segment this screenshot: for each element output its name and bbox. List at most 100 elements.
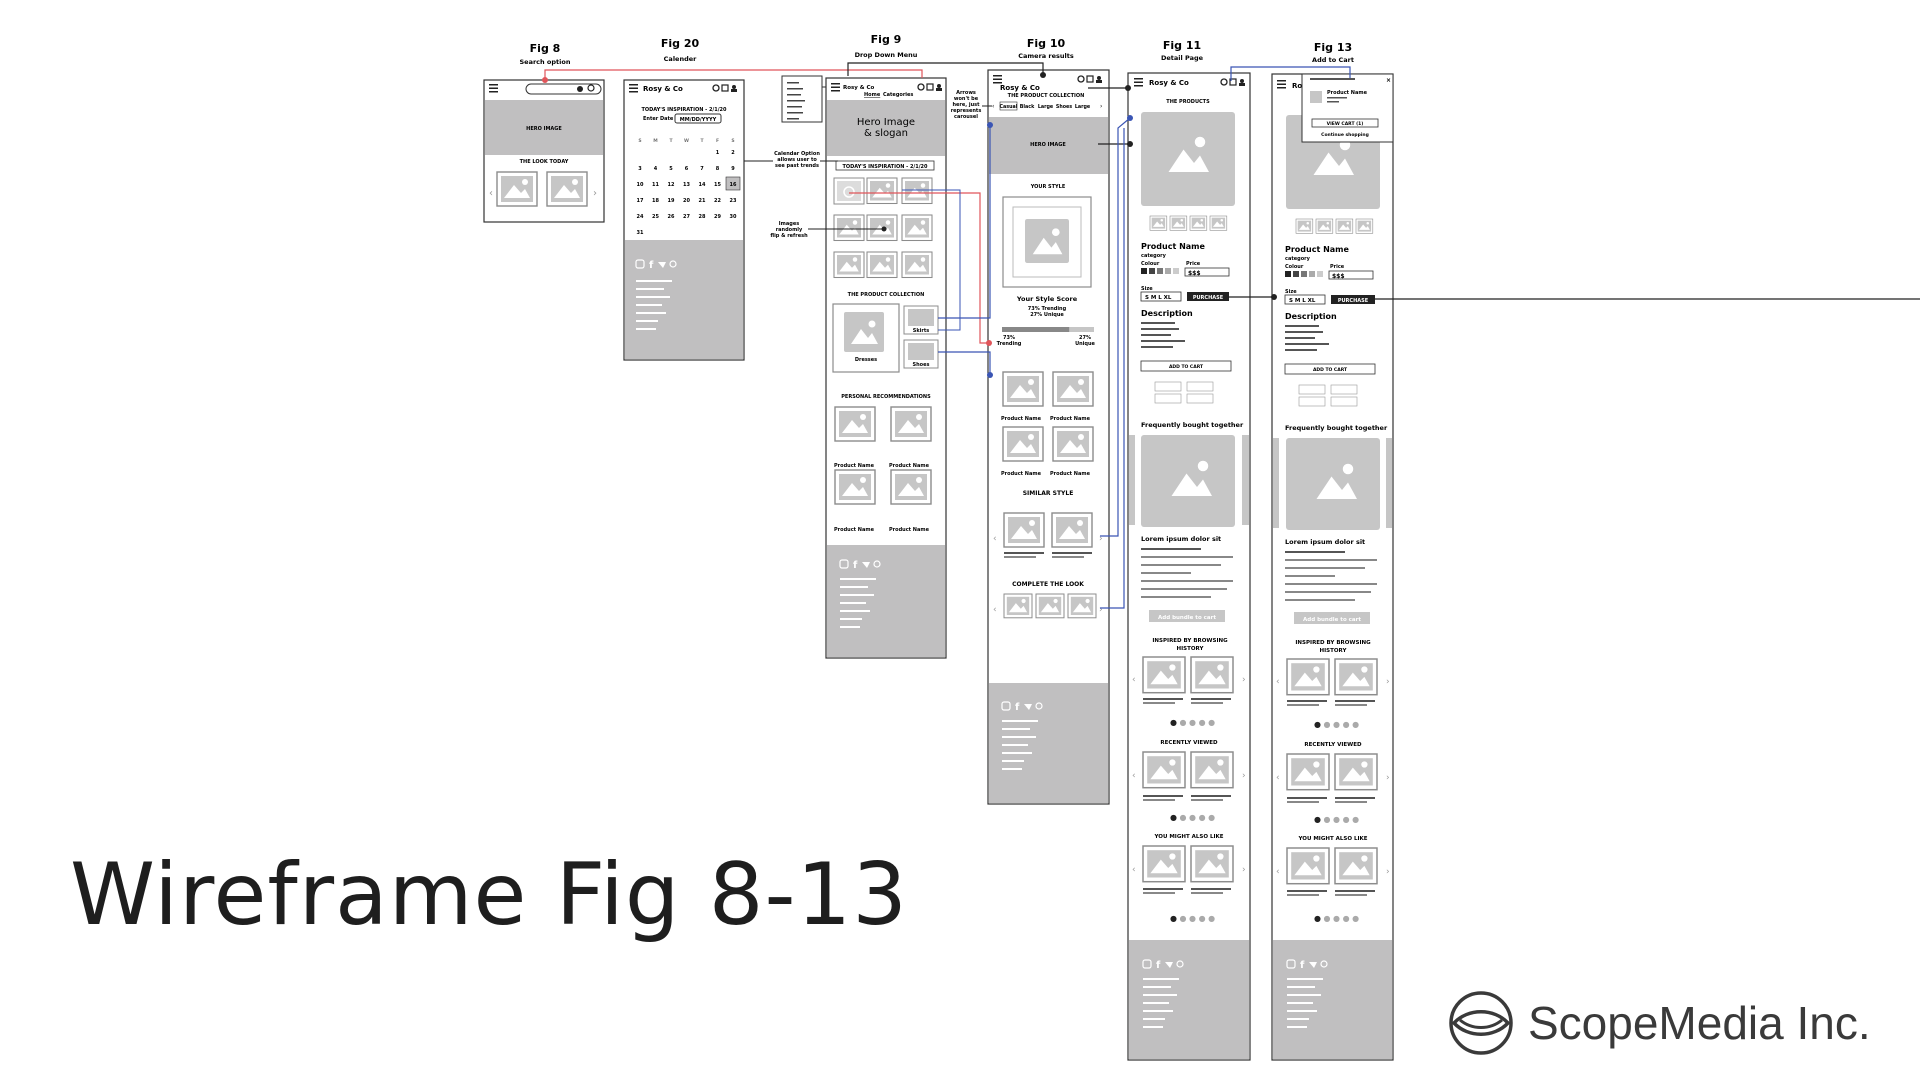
svg-text:Shoes: Shoes <box>913 362 930 368</box>
svg-text:73%: 73% <box>1003 335 1015 341</box>
calendar-day[interactable]: 17 <box>637 198 644 204</box>
svg-text:›: › <box>1242 865 1246 875</box>
calendar-day[interactable]: 30 <box>730 214 737 220</box>
annotations: Calendar Option allows user to see past … <box>744 90 992 239</box>
fig11-add-to-cart <box>1140 360 1232 372</box>
svg-text:Colour: Colour <box>1285 264 1304 270</box>
calendar-day[interactable]: 29 <box>714 214 721 220</box>
calendar-day[interactable]: 28 <box>699 214 706 220</box>
filter-chip[interactable]: Black <box>1020 104 1035 110</box>
svg-text:Continue shopping: Continue shopping <box>1321 132 1369 138</box>
fig11-wireframe: Fig 11 Detail Page Rosy & Co THE PRODUCT… <box>1127 39 1251 1061</box>
fig8-look-today: THE LOOK TODAY <box>520 159 569 165</box>
fig11-caption: Detail Page <box>1161 54 1204 62</box>
calendar-day[interactable]: 23 <box>730 198 737 204</box>
svg-text:VIEW CART (1): VIEW CART (1) <box>1327 121 1364 127</box>
calendar-day[interactable]: 16 <box>730 182 737 188</box>
svg-text:Product Name: Product Name <box>1285 245 1350 254</box>
fig20-inspiration: TODAY'S INSPIRATION - 2/1/20 <box>641 107 727 113</box>
calendar-day[interactable]: 5 <box>669 166 673 172</box>
svg-text:Product Name: Product Name <box>1327 90 1368 96</box>
svg-text:Categories: Categories <box>883 92 913 98</box>
svg-text:● ● ● ● ●: ● ● ● ● ● <box>1170 813 1215 822</box>
add-to-cart-popup <box>1301 73 1394 143</box>
svg-text:Product Name: Product Name <box>834 463 875 469</box>
calendar-day[interactable]: 11 <box>652 182 659 188</box>
note-calendar-3: see past trends <box>775 163 819 169</box>
svg-text:Add bundle to cart: Add bundle to cart <box>1158 615 1216 621</box>
calendar-day[interactable]: 15 <box>714 182 721 188</box>
calendar-day[interactable]: 14 <box>699 182 706 188</box>
filter-chip[interactable]: Large <box>1038 104 1054 110</box>
filter-chip[interactable]: Casual <box>1000 104 1018 110</box>
svg-text:‹: ‹ <box>993 534 997 544</box>
svg-text:Home: Home <box>864 92 881 98</box>
calendar-day[interactable]: 27 <box>683 214 690 220</box>
slide-title: Wireframe Fig 8-13 <box>70 845 908 945</box>
calendar-day[interactable]: 31 <box>637 230 644 236</box>
calendar-day[interactable]: 1 <box>716 150 720 156</box>
filter-chip[interactable]: Large <box>1075 104 1091 110</box>
svg-text:THE PRODUCT COLLECTION: THE PRODUCT COLLECTION <box>1008 93 1085 99</box>
calendar-day[interactable]: 2 <box>731 150 735 156</box>
fig10-wireframe: Fig 10 Camera results Rosy & Co THE PROD… <box>987 37 1110 805</box>
svg-text:Trending: Trending <box>997 341 1022 347</box>
svg-text:Colour: Colour <box>1141 261 1160 267</box>
fig9-personal: PERSONAL RECOMMENDATIONS <box>841 394 931 400</box>
calendar-day[interactable]: 26 <box>668 214 675 220</box>
calendar-day[interactable]: 13 <box>683 182 690 188</box>
fig9-inspiration: TODAY'S INSPIRATION - 2/1/20 <box>842 164 928 170</box>
svg-text:‹: ‹ <box>993 605 997 615</box>
calendar-day[interactable]: 9 <box>731 166 735 172</box>
fig9-wireframe: Fig 9 Drop Down Menu Rosy & Co Home Cate… <box>781 33 947 659</box>
calendar-day[interactable]: 8 <box>716 166 720 172</box>
svg-text:›: › <box>1099 534 1103 544</box>
svg-text:Dresses: Dresses <box>855 357 877 363</box>
svg-text:Product Name: Product Name <box>889 463 930 469</box>
calendar-day[interactable]: 3 <box>638 166 642 172</box>
svg-text:Product Name: Product Name <box>834 527 875 533</box>
calendar-day[interactable]: 24 <box>637 214 644 220</box>
svg-text:Frequently bought together: Frequently bought together <box>1285 424 1388 432</box>
fig11-add-bundle <box>1149 610 1225 622</box>
calendar-day[interactable]: 12 <box>668 182 675 188</box>
calendar-day[interactable]: 18 <box>652 198 659 204</box>
svg-text:Product Name: Product Name <box>1050 471 1091 477</box>
calendar-day[interactable]: 6 <box>685 166 689 172</box>
svg-text:category: category <box>1141 253 1167 259</box>
fig20-wireframe: Fig 20 Calender Rosy & Co TODAY'S INSPIR… <box>623 37 745 361</box>
fig13-wireframe: Fig 13 Add to Cart Ro × Product Name VIE… <box>1271 41 1394 1061</box>
fig9-image-grid <box>833 177 933 279</box>
calendar-day[interactable]: 20 <box>683 198 690 204</box>
svg-text:27% Unique: 27% Unique <box>1030 312 1064 318</box>
filter-chip[interactable]: Shoes <box>1056 104 1072 110</box>
svg-text:Size: Size <box>1285 289 1297 295</box>
svg-text:›: › <box>1386 773 1390 783</box>
fig11-sizes: S M L XL <box>1145 295 1172 301</box>
svg-text:YOU MIGHT ALSO LIKE: YOU MIGHT ALSO LIKE <box>1297 836 1367 842</box>
svg-text:represents: represents <box>951 108 982 114</box>
calendar-day[interactable]: 21 <box>699 198 706 204</box>
calendar-day[interactable]: 22 <box>714 198 721 204</box>
flow-connectors <box>542 62 1920 609</box>
calendar-day[interactable]: 10 <box>637 182 644 188</box>
svg-text:Price: Price <box>1186 261 1201 267</box>
svg-text:category: category <box>1285 256 1311 262</box>
svg-text:● ● ● ● ●: ● ● ● ● ● <box>1170 718 1215 727</box>
svg-text:Product Name: Product Name <box>889 527 930 533</box>
calendar-day[interactable]: 7 <box>700 166 704 172</box>
svg-text:Size: Size <box>1141 286 1153 292</box>
calendar-day[interactable]: 4 <box>654 166 658 172</box>
svg-text:Product Name: Product Name <box>1141 242 1206 251</box>
calendar-day[interactable]: 25 <box>652 214 659 220</box>
style-score-bar <box>1002 327 1070 332</box>
weekday-label: F <box>716 138 719 144</box>
svg-text:MM/DD/YYYY: MM/DD/YYYY <box>680 117 717 123</box>
calendar-day[interactable]: 19 <box>668 198 675 204</box>
fig10-label: Fig 10 <box>1027 37 1066 50</box>
svg-text:Rosy & Co: Rosy & Co <box>1149 79 1189 87</box>
svg-text:THE PRODUCTS: THE PRODUCTS <box>1166 99 1210 105</box>
